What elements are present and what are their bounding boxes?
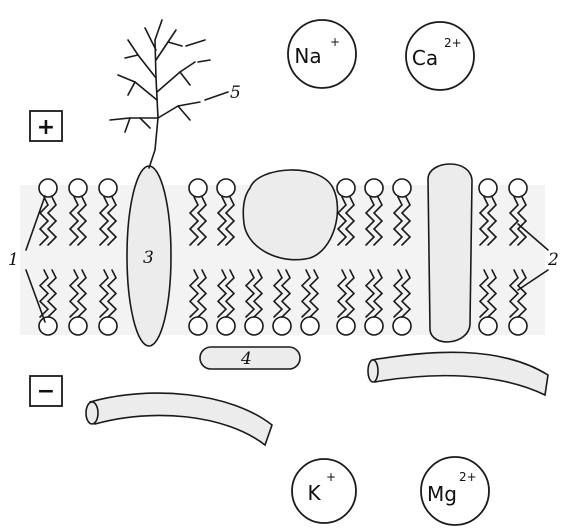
label-5: 5 bbox=[230, 83, 241, 103]
ion-ca-charge: 2+ bbox=[444, 36, 462, 50]
cytoskeleton-rod-right bbox=[372, 352, 548, 395]
lipid-head bbox=[509, 179, 527, 197]
channel-protein bbox=[428, 164, 472, 342]
lipid-head bbox=[217, 179, 235, 197]
ion-ca-symbol: Ca bbox=[412, 46, 438, 70]
lipid-head bbox=[479, 317, 497, 335]
lipid-head bbox=[337, 179, 355, 197]
globular-protein bbox=[243, 170, 337, 260]
lipid-head bbox=[39, 179, 57, 197]
ion-mg: Mg 2+ bbox=[421, 457, 489, 525]
ion-na-symbol: Na bbox=[294, 44, 321, 68]
cytoskeleton-rod-left bbox=[90, 393, 272, 445]
positive-sign: + bbox=[37, 115, 55, 140]
ion-k: K + bbox=[292, 459, 356, 523]
lipid-head bbox=[69, 179, 87, 197]
lipid-head bbox=[393, 317, 411, 335]
lipid-head bbox=[393, 179, 411, 197]
lipid-head bbox=[365, 179, 383, 197]
lipid-head bbox=[99, 179, 117, 197]
negative-sign: − bbox=[37, 379, 55, 404]
lipid-head bbox=[509, 317, 527, 335]
ion-ca: Ca 2+ bbox=[406, 22, 474, 90]
lipid-head bbox=[217, 317, 235, 335]
label-2: 2 bbox=[547, 250, 559, 270]
label-5-pointer bbox=[205, 92, 228, 100]
lipid-head bbox=[365, 317, 383, 335]
label-1: 1 bbox=[8, 250, 19, 270]
lipid-head bbox=[39, 317, 57, 335]
ion-mg-symbol: Mg bbox=[427, 482, 457, 506]
ion-mg-charge: 2+ bbox=[459, 470, 477, 484]
lipid-head bbox=[189, 317, 207, 335]
ion-k-charge: + bbox=[326, 470, 336, 484]
cytoskeleton-rod-right-end bbox=[368, 360, 378, 382]
lipid-head bbox=[189, 179, 207, 197]
cytoskeleton-rod-left-end bbox=[86, 402, 98, 424]
glycocalyx-branches-5 bbox=[110, 20, 210, 168]
lipid-head bbox=[273, 317, 291, 335]
label-4: 4 bbox=[240, 349, 252, 369]
label-3: 3 bbox=[143, 248, 154, 268]
ion-na: Na + bbox=[288, 20, 356, 88]
ion-na-charge: + bbox=[330, 35, 340, 49]
lipid-head bbox=[69, 317, 87, 335]
ion-k-symbol: K bbox=[307, 481, 321, 505]
lipid-head bbox=[99, 317, 117, 335]
lipid-head bbox=[479, 179, 497, 197]
lipid-head bbox=[337, 317, 355, 335]
lipid-head bbox=[301, 317, 319, 335]
lipid-head bbox=[245, 317, 263, 335]
